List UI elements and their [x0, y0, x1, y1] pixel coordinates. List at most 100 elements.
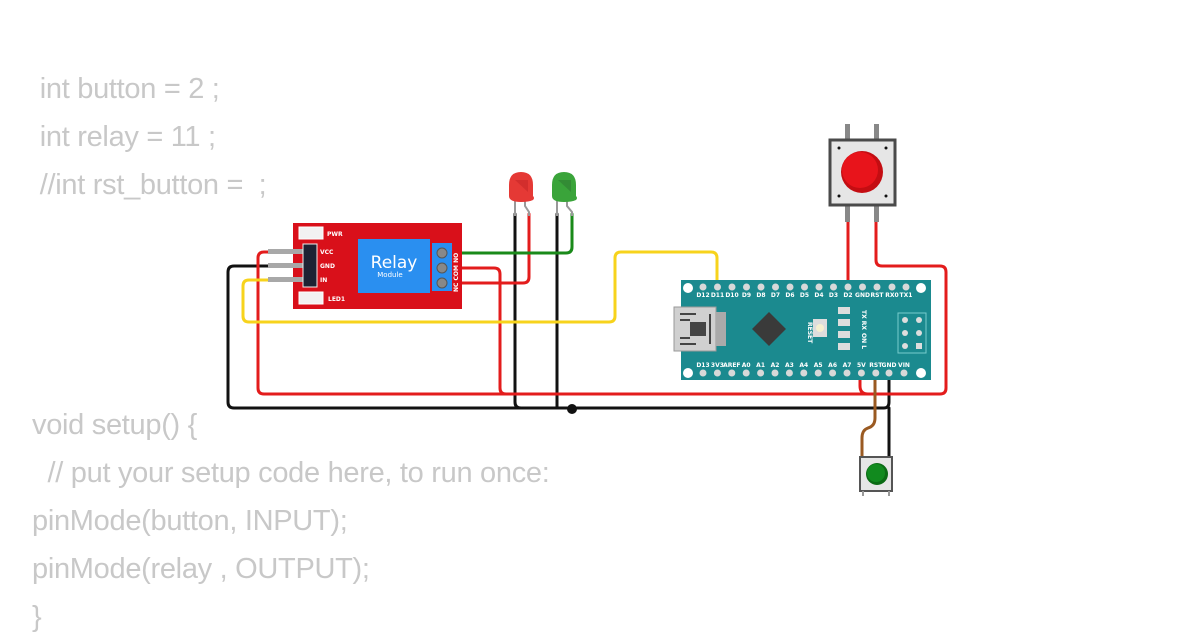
relay-label-in: IN	[320, 277, 327, 284]
nano-bottom-pin-a7[interactable]	[843, 369, 851, 377]
large-pushbutton[interactable]	[828, 124, 897, 222]
nano-top-pin-label: TX1	[900, 292, 913, 299]
on-l-label: ON L	[860, 333, 867, 349]
txrx-label: TX RX	[860, 310, 867, 330]
wire-junction	[567, 404, 577, 414]
nano-bottom-pin-label: AREF	[723, 362, 740, 369]
code-line: }	[32, 601, 42, 633]
nano-top-pin-label: D10	[725, 292, 738, 299]
relay-terminal-no[interactable]	[436, 277, 448, 289]
nano-bottom-pin-a1[interactable]	[757, 369, 765, 377]
nano-top-pin-d4[interactable]	[815, 283, 823, 291]
usb-port-icon	[673, 306, 726, 352]
code-line: int button = 2 ;	[32, 73, 220, 105]
nano-top-pin-d3[interactable]	[830, 283, 837, 291]
nano-top-pin-d8[interactable]	[757, 283, 765, 291]
relay-label-pwr: PWR	[327, 231, 343, 238]
nano-top-pin-d11[interactable]	[714, 283, 721, 291]
nano-top-pin-gnd[interactable]	[859, 283, 866, 291]
nano-bottom-pin-label: VIN	[898, 362, 910, 369]
nano-bottom-pin-label: 3V3	[711, 362, 724, 369]
code-line: pinMode(button, INPUT);	[32, 505, 348, 537]
nano-top-pin-d9[interactable]	[743, 283, 750, 291]
relay-terminal-com[interactable]	[436, 262, 448, 274]
wire-red-relay-com[interactable]	[440, 266, 508, 396]
relay-pin-in[interactable]	[268, 277, 304, 282]
wire-green-relay-nc[interactable]	[440, 212, 574, 255]
nano-top-pin-rx0[interactable]	[888, 283, 896, 291]
nano-top-pin-label: D4	[814, 292, 823, 299]
nano-bottom-pin-label: A3	[785, 362, 794, 369]
nano-top-pin-label: RX0	[885, 292, 898, 299]
nano-bottom-pin-label: A4	[799, 362, 808, 369]
relay-pin-vcc[interactable]	[268, 249, 304, 254]
nano-bottom-pin-label: A2	[771, 362, 780, 369]
nano-bottom-pin-a0[interactable]	[742, 369, 750, 377]
nano-bottom-pin-label: A1	[756, 362, 765, 369]
nano-top-pin-label: GND	[855, 292, 870, 299]
nano-top-pin-label: D6	[785, 292, 794, 299]
nano-top-pin-tx1[interactable]	[902, 283, 910, 291]
nano-top-pin-label: D8	[756, 292, 765, 299]
nano-bottom-pin-gnd[interactable]	[885, 369, 893, 377]
nano-top-pin-d12[interactable]	[699, 283, 707, 291]
wire-red-5v[interactable]	[858, 370, 870, 396]
nano-top-pin-d10[interactable]	[728, 283, 736, 291]
microcontroller-chip-icon	[752, 312, 786, 346]
nano-top-pin-d6[interactable]	[786, 283, 794, 291]
code-line: //int rst_button = ;	[32, 169, 267, 201]
wire-red-relay-vcc[interactable]	[256, 220, 948, 396]
relay-terminal-labels: NC COM NO	[453, 253, 460, 292]
nano-bottom-pin-label: D13	[696, 362, 709, 369]
nano-bottom-pin-label: A0	[742, 362, 751, 369]
nano-top-pin-label: D3	[829, 292, 838, 299]
nano-top-pin-d7[interactable]	[772, 283, 779, 291]
nano-bottom-pin-rst[interactable]	[872, 369, 880, 377]
relay-label-vcc: VCC	[320, 249, 334, 256]
nano-top-pin-d2[interactable]	[844, 283, 852, 291]
wire-yellow-relay-in[interactable]	[241, 250, 719, 324]
nano-top-pin-label: D9	[742, 292, 751, 299]
nano-bottom-pin-vin[interactable]	[900, 369, 908, 377]
led-red[interactable]	[509, 172, 534, 216]
pwr-led-icon	[298, 226, 324, 240]
nano-bottom-pin-label: A5	[814, 362, 823, 369]
relay-subtitle: Module	[377, 271, 402, 279]
nano-bottom-pin-label: RST	[869, 362, 883, 369]
nano-top-pin-d5[interactable]	[801, 283, 808, 291]
small-pushbutton[interactable]	[859, 456, 893, 496]
wire-red-relay-no[interactable]	[440, 212, 531, 285]
nano-bottom-pin-a6[interactable]	[829, 369, 837, 377]
nano-top-pin-label: D2	[843, 292, 852, 299]
relay-module[interactable]: PWR LED1 VCC GND IN Relay Module NC COM …	[268, 223, 462, 309]
nano-bottom-pin-aref[interactable]	[728, 369, 736, 377]
nano-bottom-pin-a4[interactable]	[800, 369, 808, 377]
nano-bottom-pin-label: A7	[843, 362, 852, 369]
relay-label-gnd: GND	[320, 263, 335, 270]
nano-bottom-pin-a3[interactable]	[785, 369, 793, 377]
nano-bottom-pin-a5[interactable]	[814, 369, 822, 377]
nano-top-pin-label: D7	[771, 292, 780, 299]
nano-bottom-pin-label: 5V	[857, 362, 866, 369]
nano-bottom-pin-3v3[interactable]	[713, 369, 721, 377]
relay-title: Relay	[371, 253, 418, 273]
reset-label: RESET	[806, 322, 813, 344]
nano-bottom-pin-a2[interactable]	[771, 369, 779, 377]
wire-black-red-led[interactable]	[513, 212, 523, 410]
nano-top-pin-rst[interactable]	[873, 283, 881, 291]
wire-brown-rst[interactable]	[860, 370, 877, 464]
wire-black-relay-gnd[interactable]	[226, 264, 891, 410]
code-line: void setup() {	[32, 409, 198, 441]
code-line: // put your setup code here, to run once…	[32, 457, 550, 489]
nano-top-pin-label: D11	[711, 292, 724, 299]
relay-terminal-nc[interactable]	[436, 247, 448, 259]
code-line: pinMode(relay , OUTPUT);	[32, 553, 370, 585]
nano-top-pin-label: D5	[800, 292, 809, 299]
code-line: int relay = 11 ;	[32, 121, 216, 153]
nano-bottom-pin-label: GND	[882, 362, 897, 369]
led-green[interactable]	[552, 172, 577, 216]
relay-pin-gnd[interactable]	[268, 263, 304, 268]
nano-bottom-pin-d13[interactable]	[699, 369, 707, 377]
nano-bottom-pin-5v[interactable]	[857, 369, 865, 377]
